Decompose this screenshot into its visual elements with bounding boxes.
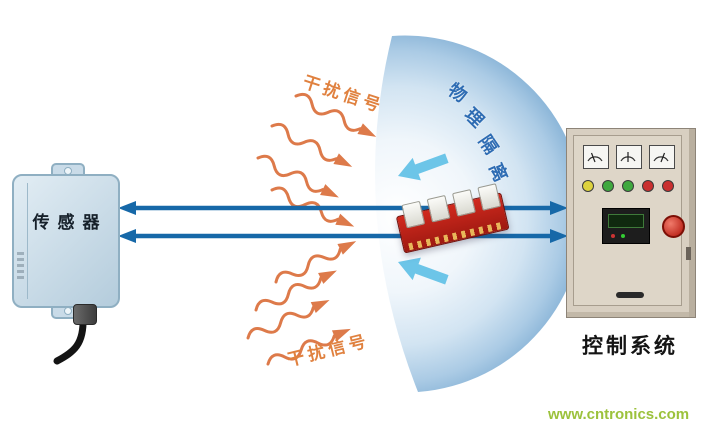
analog-meter: [649, 145, 675, 169]
cable-gland: [73, 304, 97, 325]
sensor-label: 传感器: [32, 213, 108, 232]
optocoupler-chip: [451, 189, 476, 217]
sensor-panel-seam: [27, 183, 28, 299]
indicator-light-green: [602, 180, 614, 192]
meter-dial: [587, 152, 603, 163]
cabinet-door: [573, 135, 685, 306]
control-cabinet: [566, 128, 696, 318]
control-system-label: 控制系统: [582, 335, 678, 358]
meter-dial: [620, 152, 636, 162]
controller-led: [611, 234, 615, 238]
door-lock: [686, 247, 691, 260]
arrowhead-right: [550, 201, 568, 215]
indicator-light-red: [642, 180, 654, 192]
analog-meter: [616, 145, 642, 169]
indicator-light-red: [662, 180, 674, 192]
controller-led: [621, 234, 625, 238]
indicator-light-green: [622, 180, 634, 192]
optocoupler-chip: [401, 200, 426, 229]
arrowhead-right: [550, 229, 568, 243]
arrowhead-left: [118, 229, 136, 243]
sensor-housing: [12, 174, 120, 308]
sensor-small-marking: [17, 252, 24, 282]
door-handle: [616, 292, 644, 298]
controller-display: [608, 214, 644, 228]
analog-meter: [583, 145, 609, 169]
interference-wave-arrow: [267, 119, 357, 174]
arrowhead-left: [118, 201, 136, 215]
optocoupler-chip: [477, 183, 502, 211]
digital-controller: [602, 208, 650, 244]
watermark-text: www.cntronics.com: [548, 406, 690, 423]
interference-waves-top: [253, 89, 381, 234]
indicator-light-yellow: [582, 180, 594, 192]
optocoupler-chip: [426, 194, 451, 223]
sensor-device: 传感器: [12, 163, 120, 325]
meter-dial: [653, 152, 669, 163]
interference-wave-arrow: [271, 234, 361, 289]
interference-wave-arrow: [251, 263, 342, 317]
emergency-stop-button: [662, 215, 685, 238]
